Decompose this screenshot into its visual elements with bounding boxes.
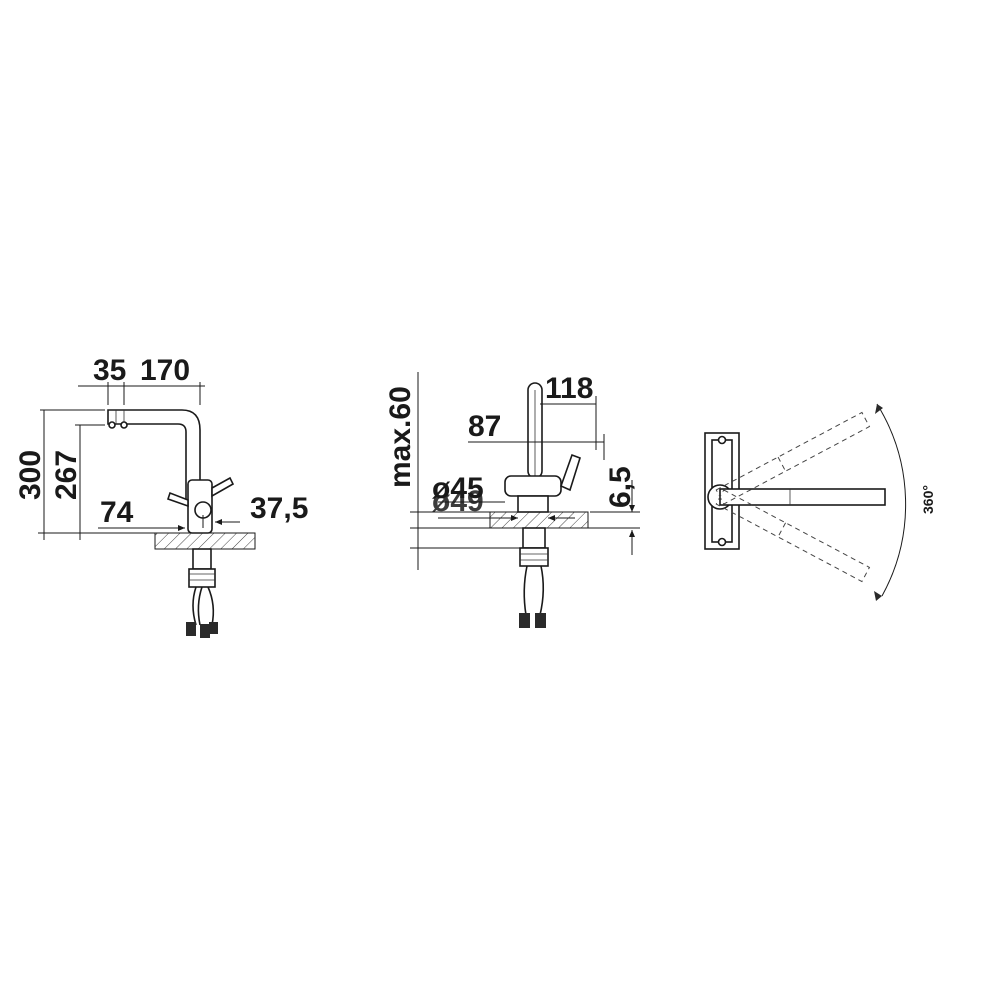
side-countertop xyxy=(154,532,256,550)
rotation-arc xyxy=(876,403,907,597)
front-view: max.60 118 87 6,5 ø45 ø49 xyxy=(384,372,640,628)
dim-head-reach: 118 xyxy=(545,372,593,405)
dim-reach: 170 xyxy=(140,354,190,387)
dim-diameter-base: ø45 xyxy=(432,472,484,505)
side-view: 35 170 300 267 74 37,5 xyxy=(14,354,308,638)
top-spout-lower xyxy=(715,489,871,583)
dim-max-thickness: max.60 xyxy=(384,386,417,488)
dim-collar: 6,5 xyxy=(604,466,637,508)
front-body xyxy=(504,475,562,497)
dim-height-spout: 267 xyxy=(50,450,83,500)
front-lever xyxy=(559,453,581,492)
dim-body-left: 74 xyxy=(100,496,134,529)
side-lever-left xyxy=(166,491,189,508)
top-spout-center xyxy=(719,488,886,506)
dim-rotation: 360° xyxy=(920,485,936,514)
front-countertop xyxy=(489,511,589,529)
top-view: 360° xyxy=(704,403,936,601)
dim-spout-offset: 35 xyxy=(93,354,126,387)
dim-body-right: 37,5 xyxy=(250,492,308,525)
dim-lever-reach: 87 xyxy=(468,410,501,443)
dim-height-total: 300 xyxy=(14,450,47,500)
side-lever-right xyxy=(211,476,235,498)
